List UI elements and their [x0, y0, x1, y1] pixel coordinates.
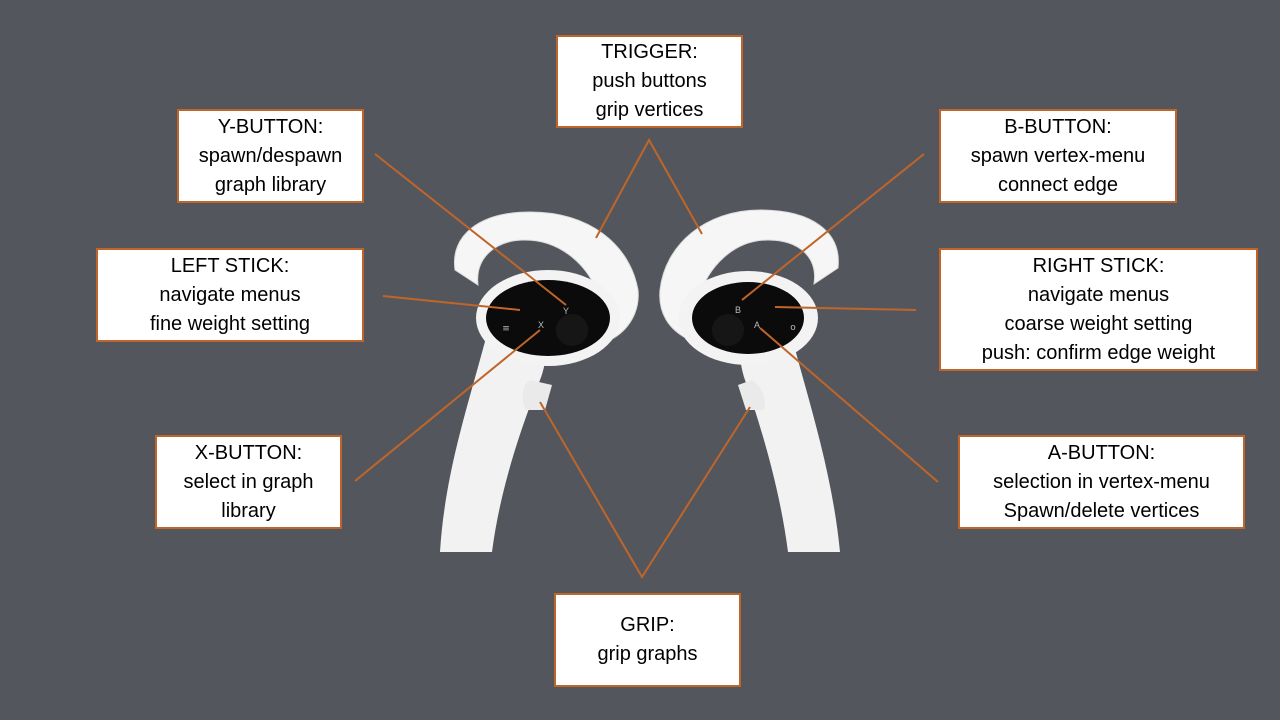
- left-stick-line-2: fine weight setting: [149, 312, 311, 335]
- a-button-line-1: selection in vertex-menu: [993, 470, 1210, 493]
- right-stick-line-1: navigate menus: [1027, 283, 1170, 306]
- y-button-title: Y-BUTTON:: [217, 115, 324, 138]
- left-stick: [556, 314, 588, 346]
- b-button-title: B-BUTTON:: [1004, 115, 1112, 138]
- left-x-button-label: X: [538, 320, 544, 330]
- left-controller: Y X ≡: [440, 211, 639, 552]
- b-button-line-2: connect edge: [997, 173, 1119, 196]
- right-tracking-ring: [659, 209, 839, 341]
- y-button-leader-line: [374, 153, 567, 306]
- right-a-button-label: A: [754, 320, 760, 330]
- y-button-line-2: graph library: [214, 173, 327, 196]
- left-menu-icon: ≡: [502, 324, 510, 334]
- grip-callout: GRIP: grip graphs: [554, 593, 741, 687]
- leader-lines: [354, 137, 939, 579]
- left-tracking-ring: [453, 211, 639, 341]
- a-button-line-2: Spawn/delete vertices: [1003, 499, 1200, 522]
- grip-line-1: grip graphs: [597, 643, 698, 665]
- right-controller: B A o: [659, 209, 840, 552]
- left-stick-title: LEFT STICK:: [170, 254, 290, 277]
- right-controller-handle: [739, 325, 840, 552]
- right-stick-line-2: coarse weight setting: [1004, 312, 1193, 335]
- x-button-leader-line: [354, 329, 541, 482]
- b-button-leader-line: [741, 153, 925, 301]
- y-button-line-1: spawn/despawn: [198, 144, 343, 167]
- a-button-title: A-BUTTON:: [1047, 441, 1156, 464]
- right-trigger-nub: [738, 380, 766, 410]
- left-stick-leader-line: [382, 295, 521, 311]
- b-button-callout: B-BUTTON: spawn vertex-menu connect edge: [939, 109, 1177, 203]
- grip-title: GRIP:: [620, 614, 675, 636]
- left-controller-handle: [440, 325, 546, 552]
- trigger-title: TRIGGER:: [601, 41, 698, 63]
- x-button-line-1: select in graph: [183, 470, 314, 493]
- trigger-line-2: grip vertices: [595, 99, 704, 121]
- right-stick-callout: RIGHT STICK: navigate menus coarse weigh…: [939, 248, 1258, 371]
- right-stick: [712, 314, 744, 346]
- right-stick-line-3: push: confirm edge weight: [981, 341, 1216, 364]
- left-y-button-label: Y: [563, 306, 569, 316]
- a-button-callout: A-BUTTON: selection in vertex-menu Spawn…: [958, 435, 1245, 529]
- b-button-line-1: spawn vertex-menu: [970, 144, 1146, 167]
- a-button-leader-line: [759, 327, 939, 483]
- left-stick-line-1: navigate menus: [159, 283, 301, 306]
- trigger-callout: TRIGGER: push buttons grip vertices: [556, 35, 743, 128]
- left-stick-callout: LEFT STICK: navigate menus fine weight s…: [96, 248, 364, 342]
- right-menu-icon: o: [790, 323, 796, 333]
- right-stick-title: RIGHT STICK:: [1032, 254, 1165, 277]
- x-button-callout: X-BUTTON: select in graph library: [155, 435, 342, 529]
- x-button-title: X-BUTTON:: [194, 441, 303, 464]
- trigger-line-1: push buttons: [592, 70, 707, 92]
- left-trigger-nub: [522, 380, 552, 410]
- trigger-leader-line: [595, 137, 703, 239]
- right-controller-face: [692, 282, 804, 354]
- right-b-button-label: B: [735, 305, 741, 315]
- grip-leader-line: [539, 401, 751, 579]
- y-button-callout: Y-BUTTON: spawn/despawn graph library: [177, 109, 364, 203]
- right-stick-leader-line: [774, 306, 917, 311]
- x-button-line-2: library: [221, 499, 276, 522]
